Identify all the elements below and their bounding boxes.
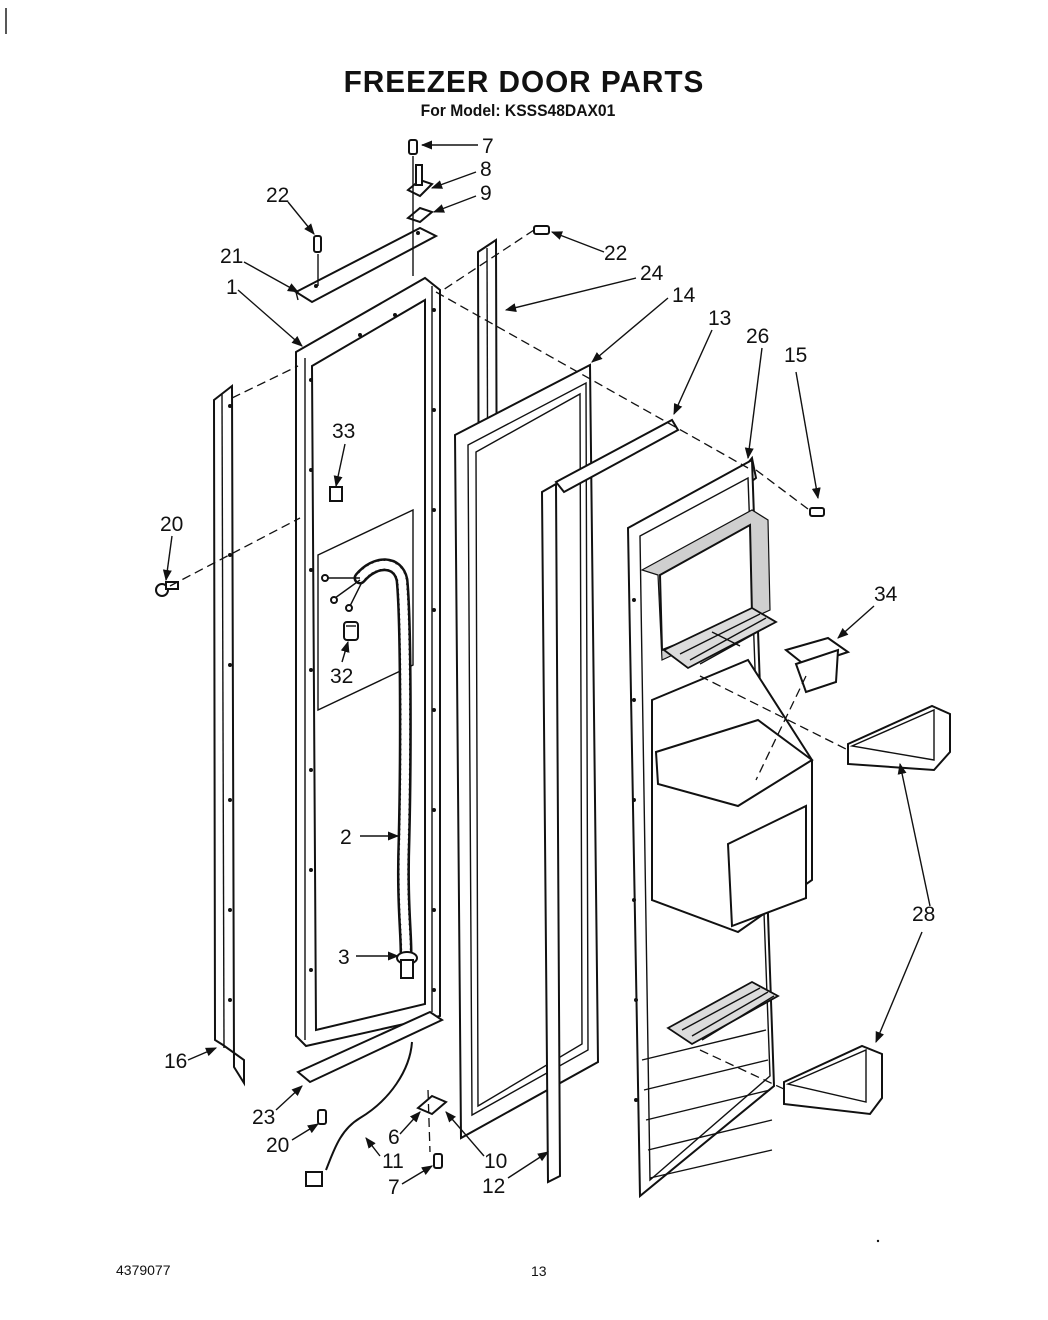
part-23-bottom-hinge-bracket [296, 1010, 445, 1084]
part-2-wire-harness [321, 558, 413, 959]
callout-28: 28 [912, 903, 935, 926]
callout-20-left: 20 [160, 513, 183, 536]
part-7-bottom-screw [433, 1153, 443, 1169]
part-8-hinge-pin [406, 164, 434, 198]
model-subtitle: For Model: KSSS48DAX01 [420, 101, 616, 120]
part-15-screw [809, 507, 825, 517]
part-3-grommet [396, 951, 418, 979]
callout-7-top: 7 [482, 135, 494, 158]
callout-12: 12 [482, 1175, 505, 1198]
callout-23: 23 [252, 1106, 275, 1129]
door-liner [626, 458, 814, 1199]
part-32-connector [343, 621, 359, 641]
alignment-lines [169, 229, 849, 1153]
callout-32: 32 [330, 665, 353, 688]
leader-arrows [162, 140, 931, 1185]
part-28-lower-trim [783, 1044, 883, 1116]
part-21-top-hinge-bracket [293, 226, 439, 304]
part-33-clip [329, 486, 343, 502]
part-12-liner-strip [540, 482, 562, 1184]
part-22-left-screw [313, 235, 322, 253]
callout-34: 34 [874, 583, 898, 606]
part-34-ice-chute [783, 636, 851, 694]
document-number: 4379077 [116, 1262, 171, 1278]
callout-labels: 7 8 9 22 22 21 24 1 14 13 26 15 33 20 34… [160, 135, 935, 1199]
part-11-power-cord [305, 1041, 413, 1187]
callout-20-bottom: 20 [266, 1134, 289, 1157]
callout-7-bottom: 7 [388, 1176, 400, 1199]
callout-22-right: 22 [604, 242, 627, 265]
part-22-right-screw [533, 225, 550, 235]
scan-speck [876, 1239, 880, 1243]
callout-24: 24 [640, 262, 664, 285]
callout-9: 9 [480, 182, 492, 205]
part-6-bottom-hinge [416, 1094, 448, 1116]
part-7-top-screw [408, 139, 418, 155]
part-13-top-rail [554, 418, 680, 494]
callout-10: 10 [484, 1150, 507, 1173]
page-number: 13 [531, 1263, 547, 1279]
callout-13: 13 [708, 307, 731, 330]
part-14-door-gasket [453, 363, 600, 1140]
callout-3: 3 [338, 946, 350, 969]
callout-1: 1 [226, 276, 238, 299]
callout-22-left: 22 [266, 184, 289, 207]
callout-8: 8 [480, 158, 492, 181]
part-1-door-frame [295, 276, 441, 1048]
callout-16: 16 [164, 1050, 187, 1073]
callout-33: 33 [332, 420, 355, 443]
callout-6: 6 [388, 1126, 400, 1149]
callout-11: 11 [382, 1150, 404, 1173]
callout-14: 14 [672, 284, 696, 307]
part-20-bottom-screw [317, 1109, 327, 1125]
page-title: FREEZER DOOR PARTS [343, 64, 705, 99]
callout-2: 2 [340, 826, 352, 849]
part-9-hinge-shim [405, 206, 435, 224]
callout-15: 15 [784, 344, 807, 367]
callout-21: 21 [220, 245, 243, 268]
callout-26: 26 [746, 325, 769, 348]
part-16-side-trim [212, 383, 245, 1087]
part-28-upper-trim [847, 704, 951, 772]
